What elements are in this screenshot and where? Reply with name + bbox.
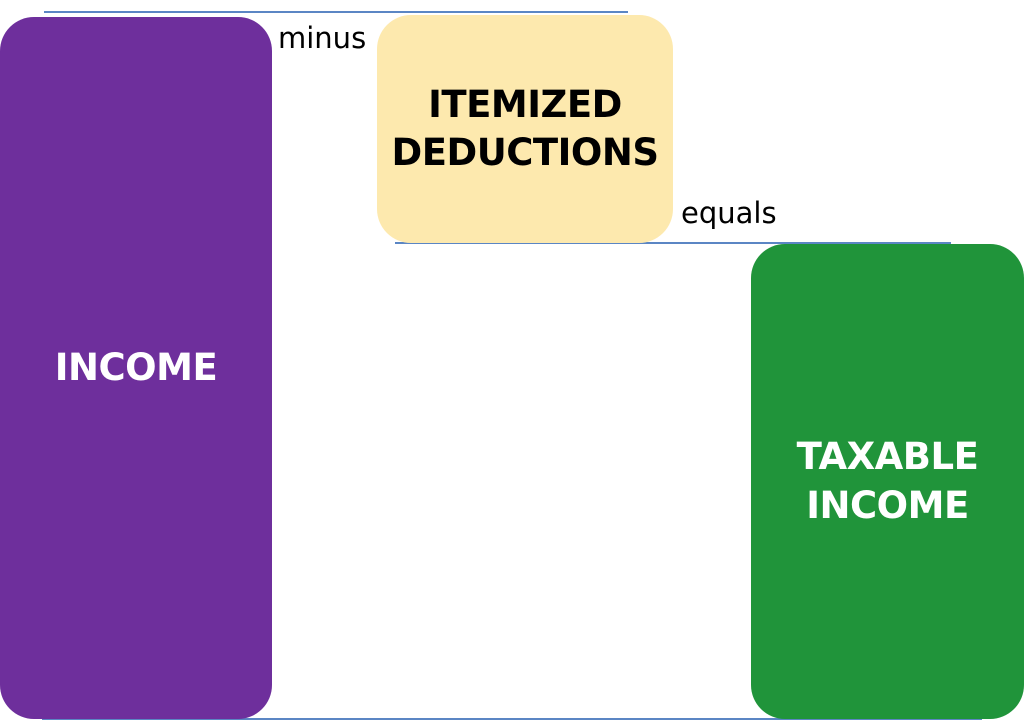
taxable-income-label: TAXABLE INCOME xyxy=(796,435,979,527)
income-label: INCOME xyxy=(54,345,218,389)
equals-operator-label: equals xyxy=(681,196,777,230)
income-block: INCOME xyxy=(0,17,272,719)
bottom-guide-line xyxy=(42,718,982,720)
itemized-deductions-label: ITEMIZED DEDUCTIONS xyxy=(391,82,659,174)
itemized-deductions-block: ITEMIZED DEDUCTIONS xyxy=(377,15,673,243)
taxable-income-block: TAXABLE INCOME xyxy=(751,244,1024,719)
top-guide-line xyxy=(44,11,628,13)
minus-operator-label: minus xyxy=(278,21,367,55)
middle-guide-line xyxy=(395,242,951,244)
